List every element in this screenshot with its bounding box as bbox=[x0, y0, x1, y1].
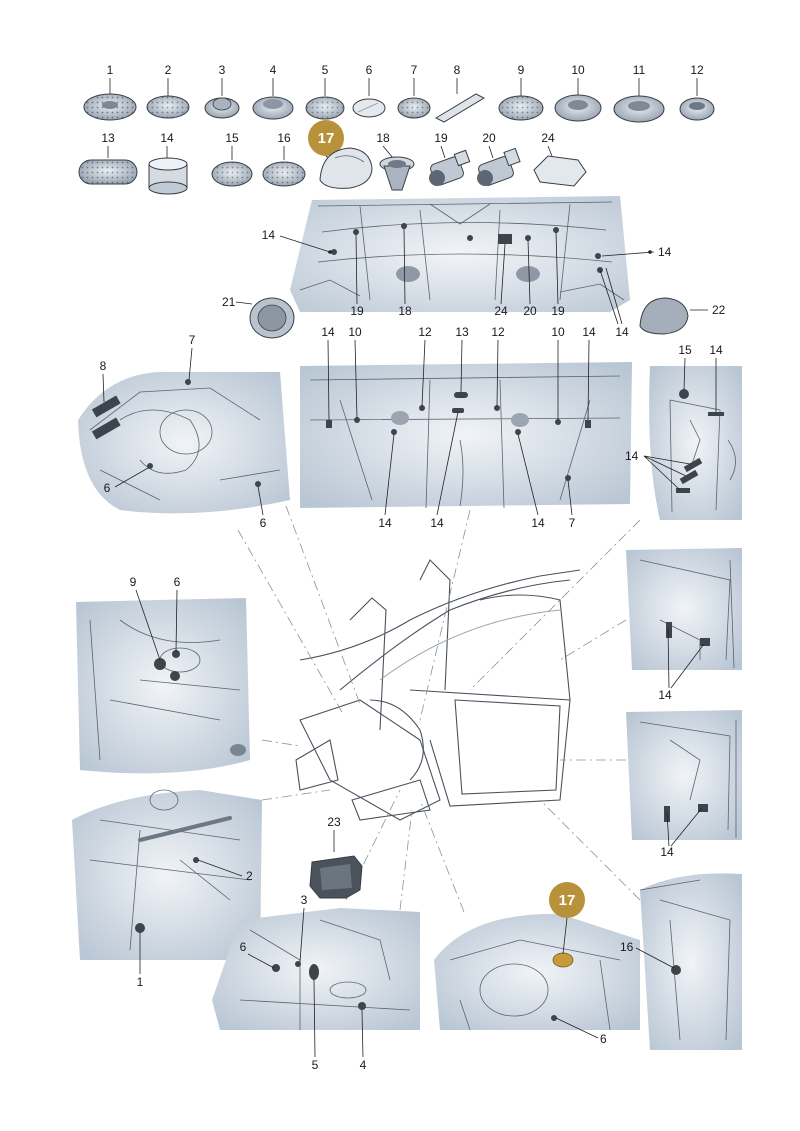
label-16-c-pillar: 16 bbox=[620, 940, 634, 954]
panel-lower-sill-left bbox=[212, 908, 420, 1030]
label-7-front-left: 7 bbox=[189, 333, 196, 347]
connector-19-icon bbox=[429, 149, 471, 186]
parts-row-2: 13 14 15 16 17 18 bbox=[78, 120, 587, 195]
badge-part-17-detail: 17 bbox=[549, 882, 585, 918]
label-part-16: 16 bbox=[277, 131, 291, 145]
badge-part-17: 17 bbox=[308, 120, 344, 156]
label-part-12: 12 bbox=[690, 63, 704, 77]
label-6-front-left-b: 6 bbox=[260, 516, 267, 530]
label-14-b-pillar-lower: 14 bbox=[660, 845, 674, 859]
label-19-bulkhead-left: 19 bbox=[350, 304, 364, 318]
cover-plate-24-icon bbox=[533, 155, 587, 187]
foil-patch-6-icon bbox=[352, 98, 386, 118]
label-14-pillar-top: 14 bbox=[709, 343, 723, 357]
detail-reference-lines bbox=[237, 505, 641, 913]
grommet-18-icon bbox=[379, 156, 415, 191]
label-24-bulkhead: 24 bbox=[494, 304, 508, 318]
cover-cap-21-icon bbox=[249, 297, 295, 339]
label-12-floor-left: 12 bbox=[418, 325, 432, 339]
label-part-15: 15 bbox=[225, 131, 239, 145]
label-part-7: 7 bbox=[411, 63, 418, 77]
label-1-rail: 1 bbox=[137, 975, 144, 989]
label-20-bulkhead: 20 bbox=[523, 304, 537, 318]
label-3-sill: 3 bbox=[301, 893, 308, 907]
label-19-bulkhead-right: 19 bbox=[551, 304, 565, 318]
label-4-sill: 4 bbox=[360, 1058, 367, 1072]
label-6-wheelhouse: 6 bbox=[600, 1032, 607, 1046]
label-part-6: 6 bbox=[366, 63, 373, 77]
label-part-13: 13 bbox=[101, 131, 115, 145]
label-part-18: 18 bbox=[376, 131, 390, 145]
panel-front-floor bbox=[300, 362, 632, 509]
label-10-floor-right: 10 bbox=[551, 325, 565, 339]
label-14-floor-e: 14 bbox=[531, 516, 545, 530]
plug-22-icon bbox=[639, 297, 689, 335]
label-14-bulkhead-left: 14 bbox=[262, 228, 276, 242]
label-2-rail: 2 bbox=[246, 869, 253, 883]
label-6-sill: 6 bbox=[240, 940, 247, 954]
parts-row-1: 1 2 3 4 5 6 7 8 bbox=[83, 63, 715, 123]
label-part-24: 24 bbox=[541, 131, 555, 145]
label-14-floor-b: 14 bbox=[582, 325, 596, 339]
label-14-bulkhead-right: 14 bbox=[658, 245, 672, 259]
label-14-b-pillar-upper: 14 bbox=[658, 688, 672, 702]
label-part-14: 14 bbox=[160, 131, 174, 145]
label-5-sill: 5 bbox=[312, 1058, 319, 1072]
label-9-strut: 9 bbox=[130, 575, 137, 589]
label-14-bulkhead-lower: 14 bbox=[615, 325, 629, 339]
label-part-3: 3 bbox=[219, 63, 226, 77]
label-part-23: 23 bbox=[327, 815, 341, 829]
label-14-floor-d: 14 bbox=[430, 516, 444, 530]
tape-strip-8-icon bbox=[434, 93, 486, 123]
label-14-floor-a: 14 bbox=[321, 325, 335, 339]
label-part-5: 5 bbox=[322, 63, 329, 77]
label-part-8: 8 bbox=[454, 63, 461, 77]
label-12-floor-right: 12 bbox=[491, 325, 505, 339]
label-part-2: 2 bbox=[165, 63, 172, 77]
label-part-10: 10 bbox=[571, 63, 585, 77]
tape-roll-14-icon bbox=[148, 157, 188, 195]
label-14-floor-c: 14 bbox=[378, 516, 392, 530]
label-18-bulkhead: 18 bbox=[398, 304, 412, 318]
label-7-floor: 7 bbox=[569, 516, 576, 530]
panel-right-b-pillar-lower bbox=[626, 710, 742, 840]
label-part-9: 9 bbox=[518, 63, 525, 77]
plug-17-icon bbox=[319, 147, 373, 189]
panel-rear-c-pillar bbox=[639, 873, 742, 1050]
label-10-floor-left: 10 bbox=[348, 325, 362, 339]
label-part-11: 11 bbox=[633, 63, 646, 77]
label-part-22: 22 bbox=[712, 303, 726, 317]
label-8-front-left: 8 bbox=[100, 359, 107, 373]
label-part-19: 19 bbox=[434, 131, 448, 145]
panel-rear-wheelhouse bbox=[434, 913, 640, 1031]
label-15-pillar: 15 bbox=[678, 343, 692, 357]
car-body-shell bbox=[295, 559, 581, 821]
label-part-4: 4 bbox=[270, 63, 277, 77]
svg-text:17: 17 bbox=[559, 892, 576, 909]
panel-bulkhead-top bbox=[290, 196, 630, 312]
panel-left-strut-tower bbox=[76, 598, 250, 774]
label-13-floor: 13 bbox=[455, 325, 469, 339]
connector-20-icon bbox=[477, 147, 521, 186]
label-6-front-left-a: 6 bbox=[104, 481, 111, 495]
label-part-20: 20 bbox=[482, 131, 496, 145]
panel-right-b-pillar-upper bbox=[626, 548, 742, 670]
label-14-pillar-mid: 14 bbox=[625, 449, 639, 463]
svg-text:17: 17 bbox=[318, 130, 335, 147]
label-part-1: 1 bbox=[107, 63, 114, 77]
highlighted-plug-17-location bbox=[552, 952, 574, 968]
panel-left-front-rail bbox=[72, 789, 262, 960]
panel-right-a-pillar bbox=[649, 366, 742, 520]
label-6-strut: 6 bbox=[174, 575, 181, 589]
label-part-21: 21 bbox=[222, 295, 236, 309]
